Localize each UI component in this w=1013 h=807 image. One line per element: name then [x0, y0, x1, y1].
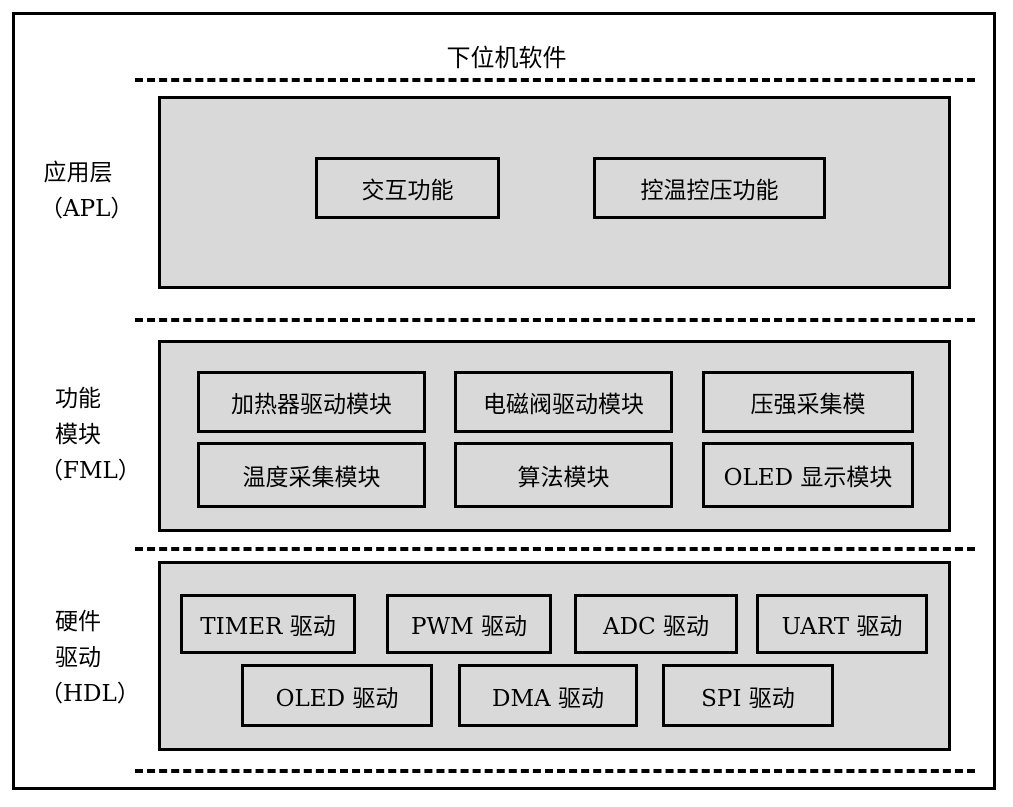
driver-adc: ADC 驱动 — [574, 594, 738, 654]
layer-label-fml: 功能 模块 （FML） — [40, 381, 141, 489]
layer-label-apl: 应用层 （APL） — [40, 155, 134, 227]
driver-uart: UART 驱动 — [756, 594, 928, 654]
layer-apl — [158, 96, 951, 289]
separator-apl-fml — [135, 318, 975, 322]
layer-label-line: 硬件 — [55, 609, 101, 635]
driver-timer: TIMER 驱动 — [180, 594, 356, 654]
layer-label-hdl: 硬件 驱动 （HDL） — [40, 604, 140, 712]
module-temp-pressure-control: 控温控压功能 — [593, 157, 826, 219]
layer-label-line: 模块 — [55, 422, 101, 448]
module-algorithm: 算法模块 — [454, 442, 673, 508]
module-solenoid-valve-driver: 电磁阀驱动模块 — [454, 371, 673, 433]
layer-label-line: 功能 — [55, 386, 101, 412]
layer-label-line: 驱动 — [55, 645, 101, 671]
layer-label-line: 应用层 — [43, 160, 113, 186]
layer-label-line: （APL） — [40, 196, 134, 222]
driver-spi: SPI 驱动 — [662, 664, 834, 727]
module-oled-display: OLED 显示模块 — [702, 442, 914, 508]
layer-label-line: （HDL） — [40, 681, 140, 707]
module-pressure-acquisition: 压强采集模 — [702, 371, 914, 433]
separator-top — [135, 78, 975, 82]
driver-dma: DMA 驱动 — [458, 664, 638, 727]
driver-pwm: PWM 驱动 — [386, 594, 552, 654]
driver-oled: OLED 驱动 — [241, 664, 433, 727]
diagram-title: 下位机软件 — [446, 44, 567, 72]
layer-label-line: （FML） — [40, 458, 141, 484]
module-heater-driver: 加热器驱动模块 — [197, 371, 426, 433]
module-interaction: 交互功能 — [315, 157, 500, 219]
separator-bottom — [135, 769, 975, 773]
module-temperature-acquisition: 温度采集模块 — [197, 442, 426, 508]
separator-fml-hdl — [135, 547, 975, 551]
